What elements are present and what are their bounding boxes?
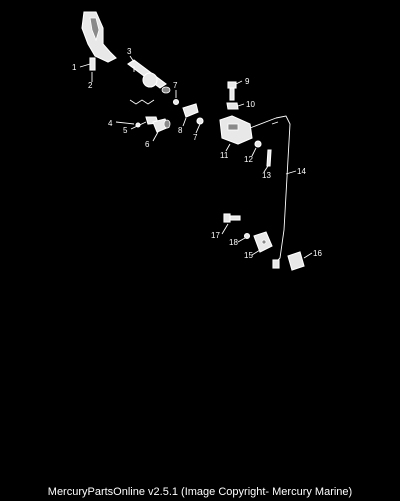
bracket-arm-part bbox=[81, 11, 117, 71]
shaft-part bbox=[127, 59, 171, 94]
callout-3: 3 bbox=[127, 47, 132, 56]
callout-17: 17 bbox=[211, 231, 220, 240]
callout-7b: 7 bbox=[193, 133, 198, 142]
callout-18: 18 bbox=[229, 238, 238, 247]
callout-11: 11 bbox=[220, 151, 229, 160]
bolt-nut-parts bbox=[226, 81, 239, 110]
lower-hardware-parts bbox=[223, 213, 305, 271]
exploded-parts-diagram: 1 2 3 4 5 6 7 7 8 9 10 11 12 13 14 15 16… bbox=[72, 11, 322, 271]
bushing-washer-parts bbox=[172, 98, 204, 125]
callout-9: 9 bbox=[245, 77, 250, 86]
callout-10: 10 bbox=[246, 100, 255, 109]
callout-1: 1 bbox=[72, 63, 77, 72]
callout-8: 8 bbox=[178, 126, 183, 135]
rod-linkage-parts bbox=[254, 115, 291, 263]
callout-7a: 7 bbox=[173, 81, 178, 90]
callout-4: 4 bbox=[108, 119, 113, 128]
callout-2: 2 bbox=[88, 81, 93, 90]
linkage-small-parts bbox=[129, 99, 171, 133]
callout-15: 15 bbox=[244, 251, 253, 260]
callout-14: 14 bbox=[297, 167, 306, 176]
leader-lines bbox=[79, 55, 313, 259]
callout-6: 6 bbox=[145, 140, 150, 149]
copyright-footer: MercuryPartsOnline v2.5.1 (Image Copyrig… bbox=[47, 486, 353, 498]
callout-12: 12 bbox=[244, 155, 253, 164]
callout-16: 16 bbox=[313, 249, 322, 258]
callout-labels: 1 2 3 4 5 6 7 7 8 9 10 11 12 13 14 15 16… bbox=[72, 47, 322, 260]
callout-5: 5 bbox=[123, 126, 128, 135]
callout-13: 13 bbox=[262, 171, 271, 180]
pivot-bracket-part bbox=[219, 115, 277, 145]
